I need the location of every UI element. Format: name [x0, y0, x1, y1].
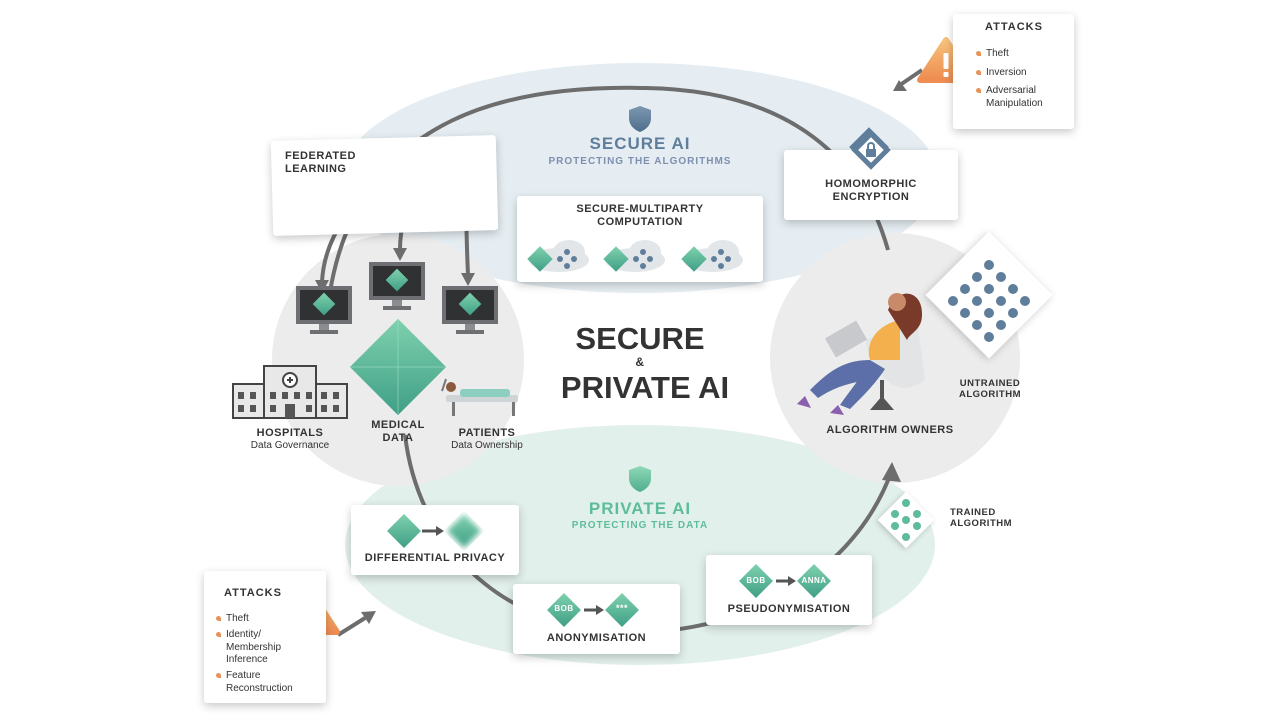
private-ai-subtitle: PROTECTING THE DATA: [571, 520, 709, 531]
monitor-left: [296, 286, 352, 334]
anonymisation-card: [513, 584, 680, 654]
differential-privacy-icon: [387, 514, 481, 548]
differential-privacy-label: DIFFERENTIAL PRIVACY: [364, 552, 506, 564]
untrained-algorithm-icon: [925, 231, 1053, 359]
secure-shield-icon: [629, 106, 651, 132]
attack-top-item-3: Adversarial Manipulation: [976, 85, 1043, 109]
monitor-center: [369, 262, 425, 310]
differential-privacy-card: [351, 505, 519, 575]
attack-top-item-1: Theft: [976, 48, 1009, 59]
algorithm-owner-person: [797, 293, 925, 415]
attacks-top-card: [953, 14, 1074, 129]
anonymisation-from: BOB: [554, 604, 574, 613]
pseudonymisation-to: ANNA: [801, 576, 827, 585]
pseudonymisation-icon: [739, 564, 831, 598]
homomorphic-lock-icon-top: [851, 130, 891, 170]
anonymisation-to: ***: [615, 603, 628, 613]
secure-ai-subtitle: PROTECTING THE ALGORITHMS: [548, 156, 732, 167]
federated-learning-label: FEDERATED LEARNING: [285, 150, 356, 176]
patients-title: PATIENTS: [458, 427, 516, 439]
anonymisation-label: ANONYMISATION: [546, 632, 647, 644]
pseudonymisation-card: [706, 555, 872, 625]
hospital-building: [232, 365, 348, 419]
attacks-bottom-card: [204, 571, 326, 703]
monitor-right: [442, 286, 498, 334]
attack-bottom-item-1: Theft: [216, 613, 249, 624]
private-ai-title: PRIVATE AI: [588, 499, 692, 518]
hospitals-sub: Data Governance: [250, 440, 330, 451]
attacks-bottom-title: ATTACKS: [224, 587, 282, 599]
center-title-amp: &: [635, 355, 645, 369]
untrained-label: UNTRAINED ALGORITHM: [958, 378, 1022, 401]
center-title-line2: PRIVATE AI: [560, 370, 730, 405]
homomorphic-label: HOMOMORPHIC ENCRYPTION: [825, 178, 917, 204]
trained-label: TRAINED ALGORITHM: [950, 507, 1013, 530]
secure-ai-title: SECURE AI: [589, 134, 691, 153]
pseudonymisation-from: BOB: [746, 576, 766, 585]
patients-sub: Data Ownership: [451, 440, 523, 451]
patient-bed: [441, 378, 518, 416]
attack-top-item-2: Inversion: [976, 67, 1027, 78]
hospitals-title: HOSPITALS: [256, 427, 324, 439]
medical-data-title: MEDICAL DATA: [371, 419, 425, 445]
attacks-top-title: ATTACKS: [985, 21, 1043, 33]
pseudonymisation-label: PSEUDONYMISATION: [727, 603, 851, 615]
medical-data-diamond: [349, 318, 447, 416]
smpc-label: SECURE-MULTIPARTY COMPUTATION: [576, 203, 704, 229]
smpc-icons: [527, 240, 743, 272]
center-title-line1: SECURE: [575, 321, 705, 356]
private-shield-icon: [629, 466, 651, 492]
attack-bottom-item-2: Identity/ Membership Inference: [215, 629, 282, 665]
algorithm-owners-label: ALGORITHM OWNERS: [826, 424, 954, 436]
anonymisation-icon: [547, 593, 639, 627]
attack-bottom-item-3: Feature Reconstruction: [216, 670, 293, 694]
